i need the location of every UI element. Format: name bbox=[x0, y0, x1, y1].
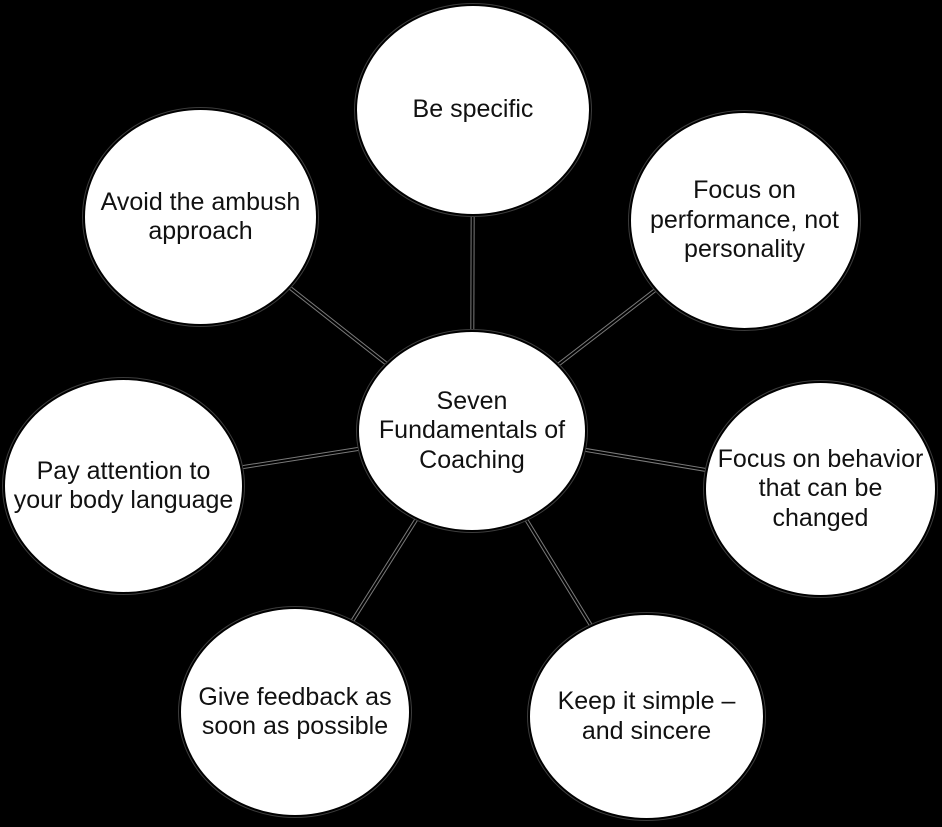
node-avoid-ambush-label: Avoid the ambush approach bbox=[100, 187, 301, 246]
node-give-feedback: Give feedback as soon as possible bbox=[179, 607, 411, 817]
node-give-feedback-label: Give feedback as soon as possible bbox=[198, 682, 392, 741]
node-avoid-ambush: Avoid the ambush approach bbox=[83, 108, 318, 326]
node-keep-it-simple: Keep it simple – and sincere bbox=[528, 613, 765, 820]
node-body-language: Pay attention to your body language bbox=[3, 378, 244, 594]
node-keep-it-simple-label: Keep it simple – and sincere bbox=[557, 687, 736, 745]
node-be-specific: Be specific bbox=[355, 4, 591, 216]
node-focus-on-performance-label: Focus on performance, not personality bbox=[650, 176, 839, 264]
node-be-specific-label: Be specific bbox=[412, 95, 534, 124]
center-node-seven-fundamentals: Seven Fundamentals of Coaching bbox=[357, 330, 587, 532]
node-body-language-label: Pay attention to your body language bbox=[13, 456, 234, 515]
node-focus-on-performance: Focus on performance, not personality bbox=[629, 111, 860, 330]
center-node-label: Seven Fundamentals of Coaching bbox=[378, 386, 566, 474]
node-focus-on-behavior: Focus on behavior that can be changed bbox=[704, 381, 937, 597]
node-focus-on-behavior-label: Focus on behavior that can be changed bbox=[717, 444, 924, 532]
